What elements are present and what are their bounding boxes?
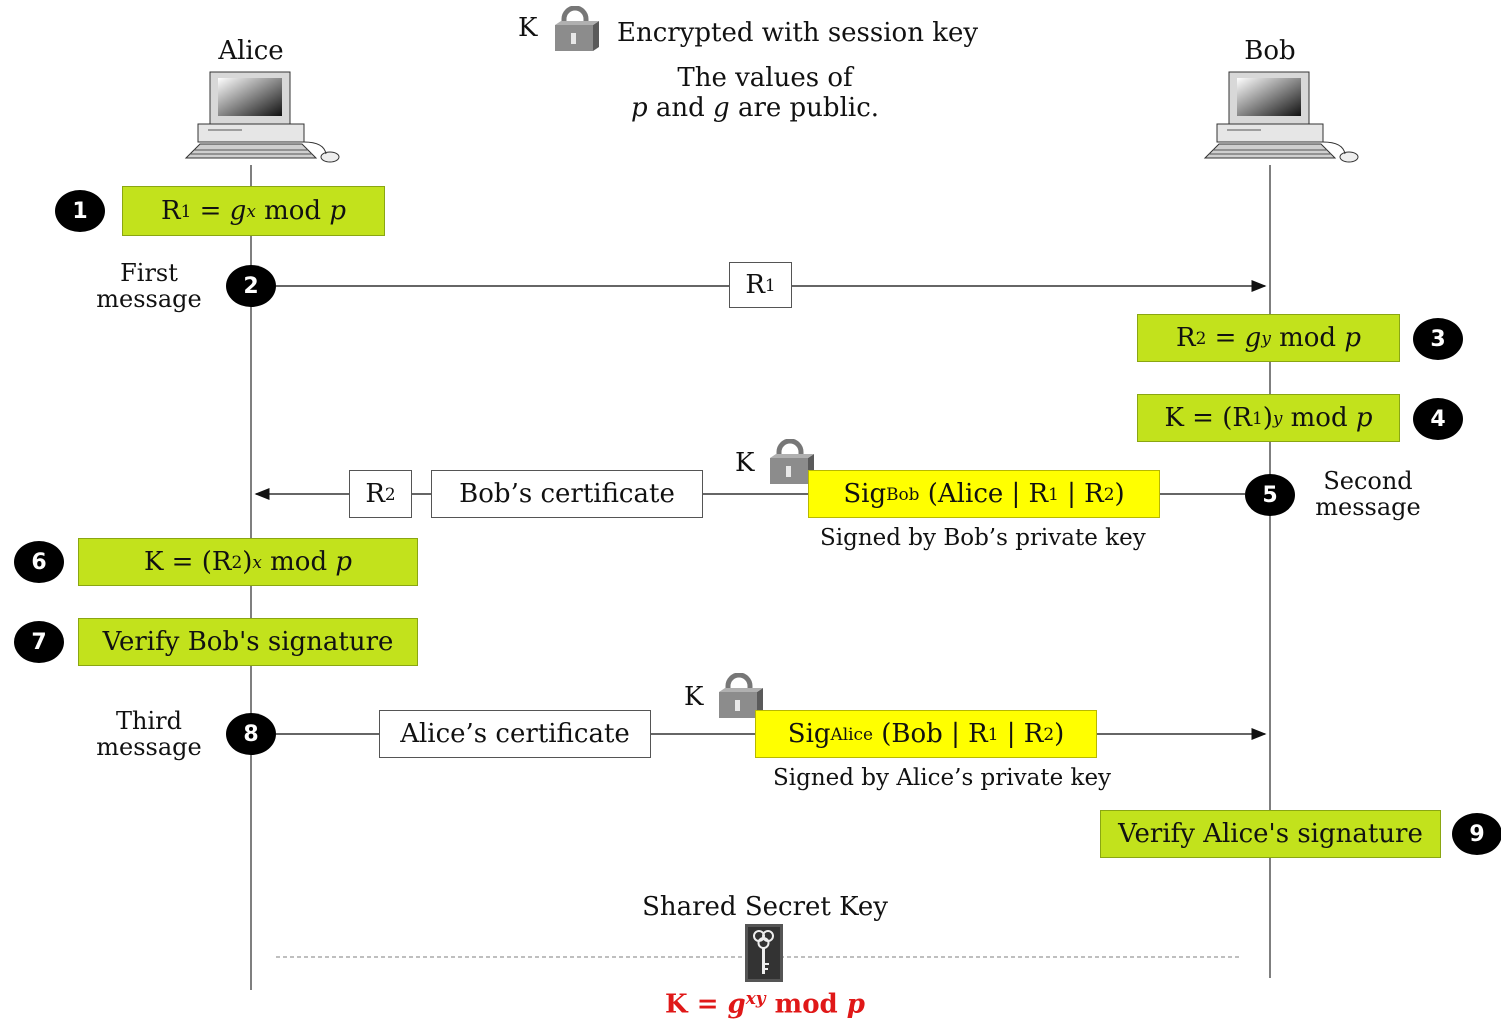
third-message-label-line1: Third (116, 707, 182, 735)
step-7-box: Verify Bob's signature (78, 618, 418, 666)
third-message-key-letter: K (684, 682, 704, 712)
step-8-badge: 8 (226, 713, 276, 755)
step-4-badge: 4 (1413, 398, 1463, 440)
bob-computer-icon (1203, 71, 1359, 163)
alice-certificate-box: Alice’s certificate (379, 710, 651, 758)
legend-text: Encrypted with session key (617, 18, 979, 48)
bob-certificate-box: Bob’s certificate (431, 470, 703, 518)
second-message-label-line2: message (1315, 493, 1421, 521)
alice-computer-icon (184, 71, 340, 163)
third-message-label-line2: message (96, 733, 202, 761)
step-9-badge: 9 (1452, 813, 1501, 855)
lock-icon (555, 6, 599, 51)
shared-key-formula: K = gxy mod p (665, 988, 865, 1020)
step-3-badge: 3 (1413, 318, 1463, 360)
first-message-label-line2: message (96, 285, 202, 313)
bob-label: Bob (1244, 36, 1296, 66)
public-note-line2: p and g are public. (630, 93, 880, 123)
second-message-key-letter: K (735, 448, 755, 478)
key-icon (745, 924, 783, 982)
step-7-badge: 7 (14, 621, 64, 663)
bob-signature-caption: Signed by Bob’s private key (820, 525, 1146, 551)
public-note-line1: The values of (677, 63, 853, 93)
step-9-box: Verify Alice's signature (1100, 810, 1441, 858)
step-2-badge: 2 (226, 265, 276, 307)
step-5-badge: 5 (1245, 474, 1295, 516)
lock-icon (719, 673, 763, 718)
step-6-badge: 6 (14, 541, 64, 583)
first-message-label-line1: First (120, 259, 178, 287)
shared-key-title: Shared Secret Key (642, 892, 888, 922)
lock-icon (770, 439, 814, 484)
alice-label: Alice (218, 36, 284, 66)
alice-signature-caption: Signed by Alice’s private key (773, 765, 1112, 791)
second-message-label-line1: Second (1323, 467, 1413, 495)
legend-key-letter: K (518, 13, 538, 43)
step-1-badge: 1 (55, 190, 105, 232)
